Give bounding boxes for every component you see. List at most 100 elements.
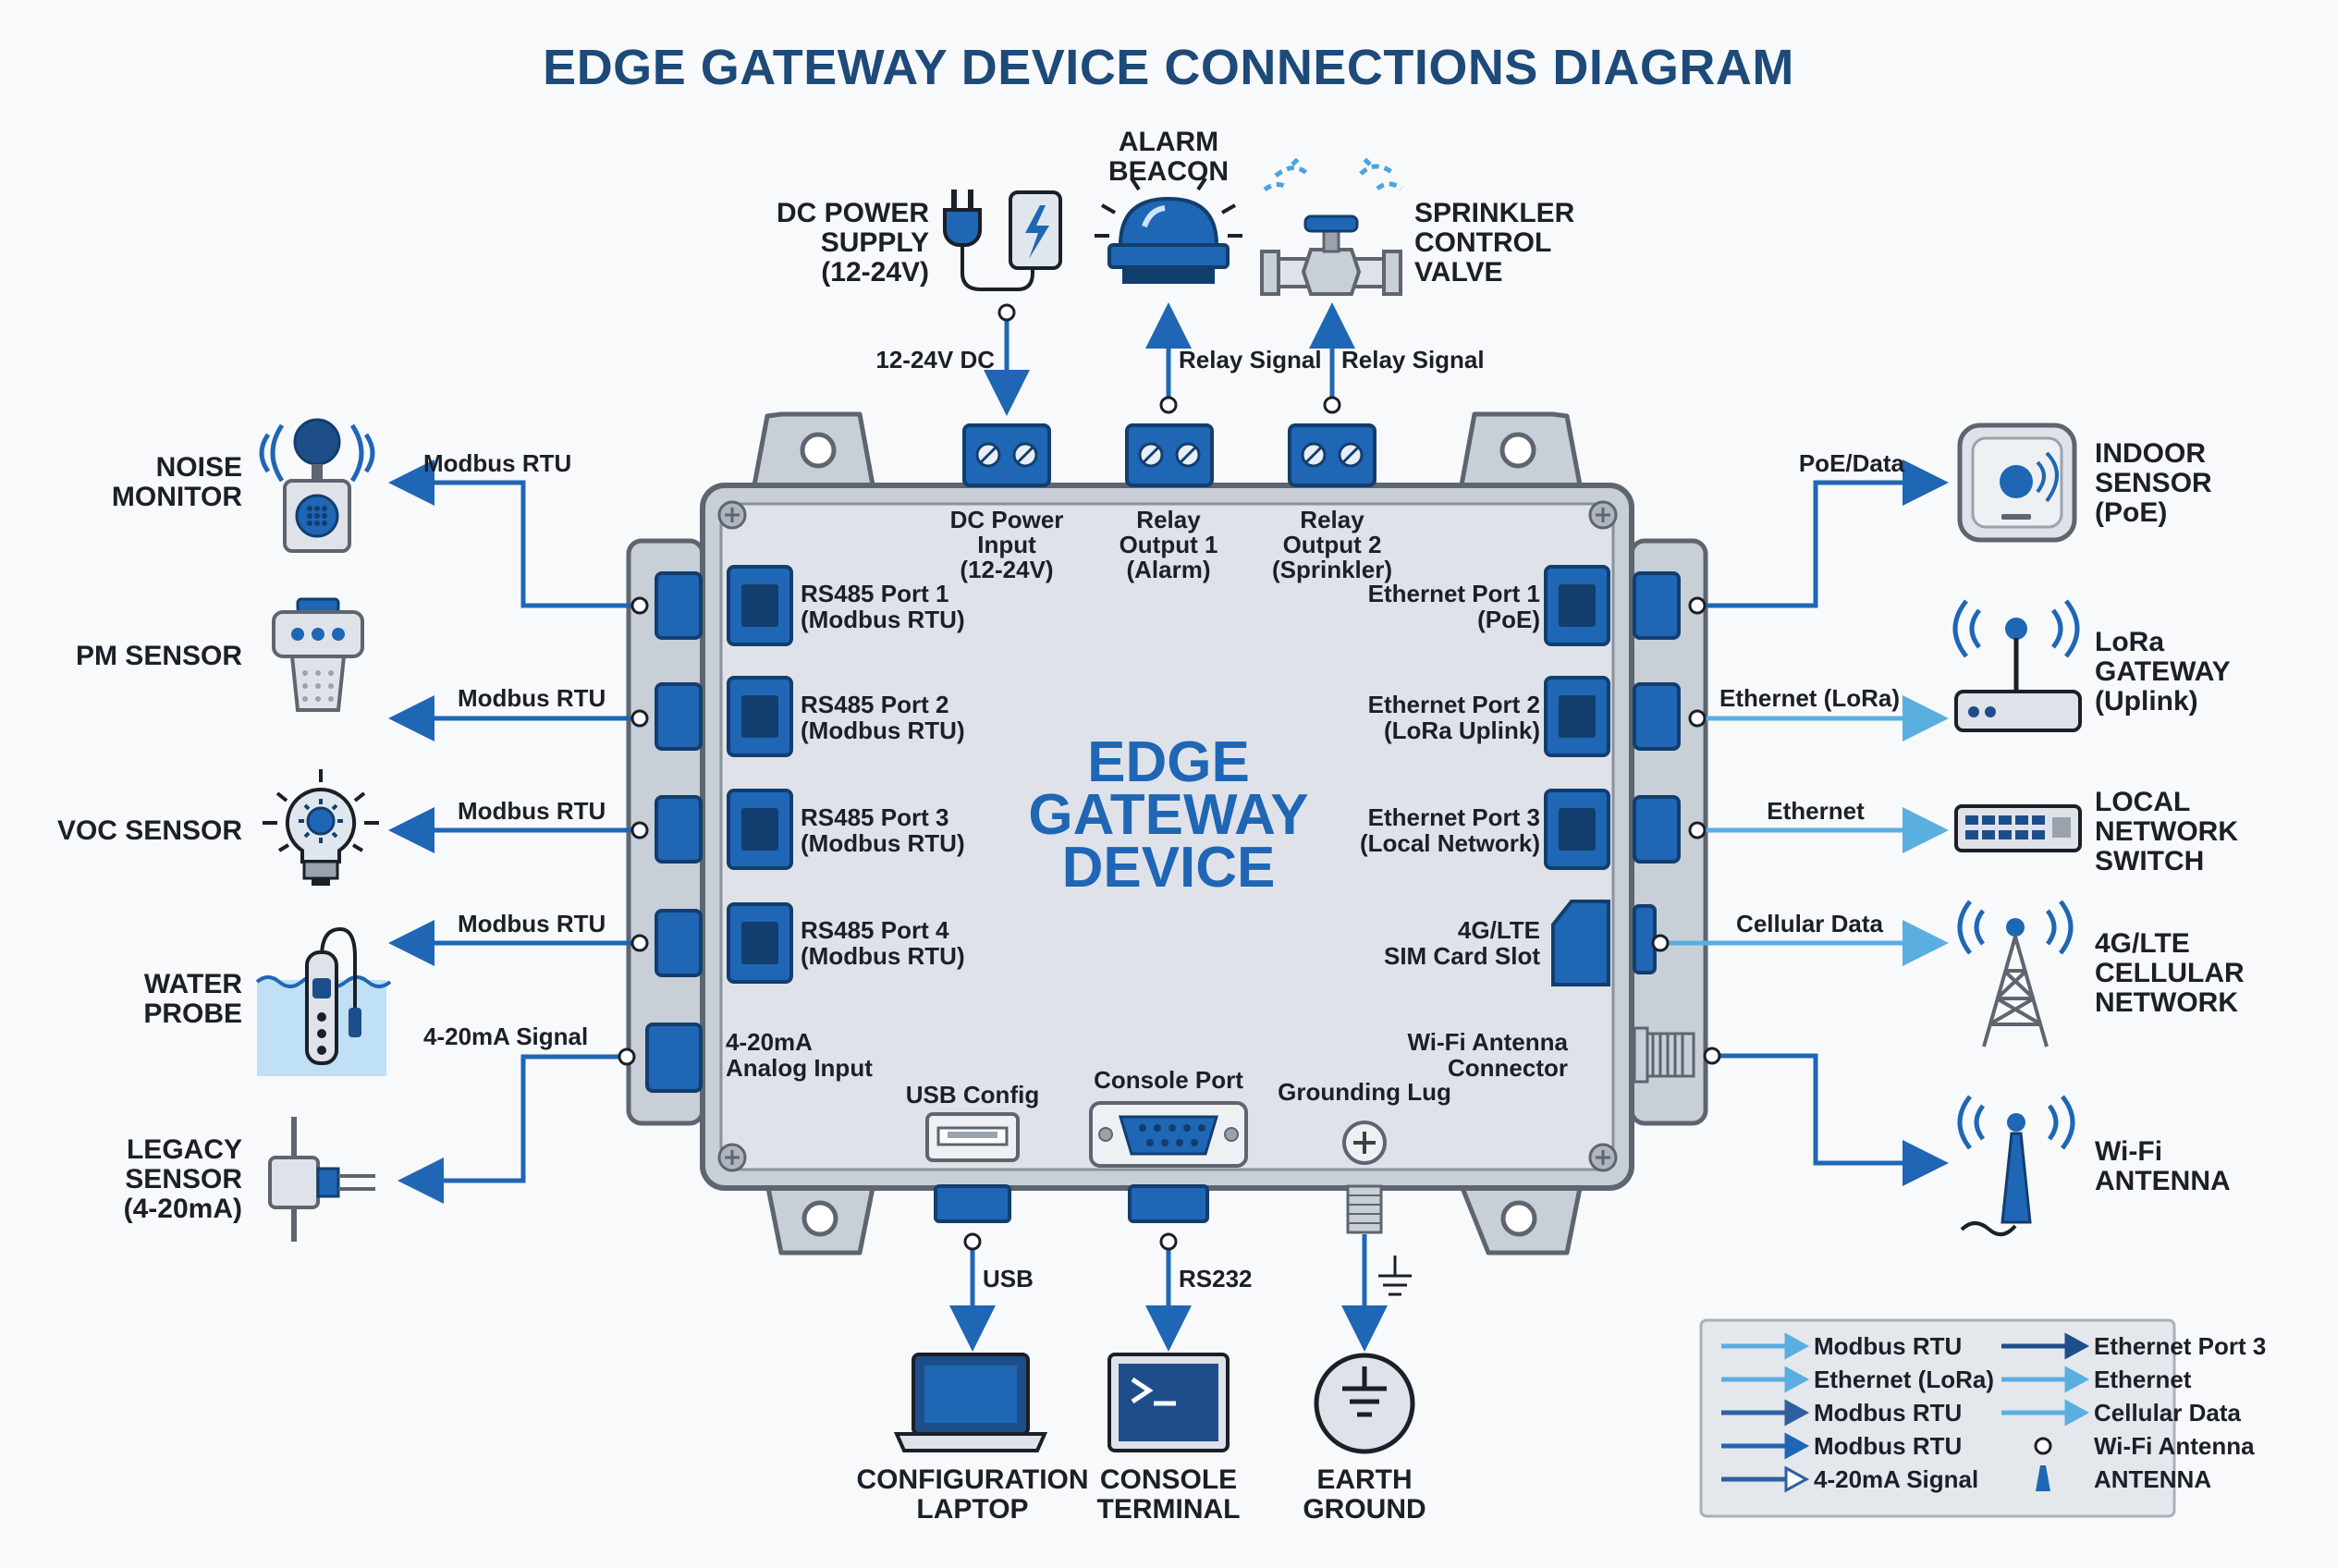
legacy-sensor-icon [268,1117,375,1242]
legend-item: Cellular Data [2001,1399,2241,1427]
legend-item-label: Modbus RTU [1814,1432,1962,1460]
left-port-label: RS485 Port 1 [801,580,948,607]
bottom-port-label: Console Port [1094,1066,1243,1094]
left-port-label: RS485 Port 4 [801,916,949,944]
legend-item: Ethernet [2001,1366,2192,1393]
right-wires [1660,459,1949,1186]
legend-item-label: Modbus RTU [1814,1399,1962,1427]
legend-arrowhead-icon [2064,1332,2090,1360]
bottom-connectors [925,1101,1387,1234]
pm-sensor-label: PM SENSOR [76,641,242,671]
cellular-network-label: 4G/LTE [2095,928,2190,959]
top-port-label: DC Power [950,506,1064,533]
top-port-label: (Sprinkler) [1272,556,1392,583]
cell-tower-icon [1957,900,2074,1047]
left-connection-label: Modbus RTU [458,684,606,712]
legend-item: Modbus RTU [1721,1399,1962,1427]
right-ethernet-connectors [1544,565,1695,1084]
legend-item: Ethernet Port 3 [2001,1332,2266,1360]
ground-symbol-small [1378,1256,1412,1296]
bottom-connection-label: USB [983,1265,1034,1292]
bottom-port-label: Grounding Lug [1278,1078,1451,1106]
legend-antenna-icon [2036,1465,2050,1491]
plug-battery-icon [943,190,1062,291]
terminal-icon [1107,1353,1230,1452]
antenna-icon [1957,1095,2075,1237]
legend-arrowhead-icon [1784,1399,1810,1427]
beacon-icon [1095,177,1242,284]
right-port-label: (LoRa Uplink) [1384,717,1540,744]
right-connection-label: Ethernet [1767,797,1865,825]
laptop-icon [893,1353,1048,1452]
left-port-label: 4-20mA [726,1028,813,1056]
left-port-label: (Modbus RTU) [801,606,965,633]
top-port-label: Output 1 [1120,531,1218,558]
right-port-label: 4G/LTE [1458,916,1540,944]
sprinkler-control-valve-label: SPRINKLER [1414,198,1575,228]
right-connection-label: Cellular Data [1736,910,1883,937]
bottom-port-label: USB Config [906,1081,1039,1109]
right-port-label: SIM Card Slot [1384,942,1540,970]
legend-item-label: Cellular Data [2094,1399,2241,1427]
right-port-label: (PoE) [1477,606,1540,633]
top-port-label: (Alarm) [1126,556,1210,583]
cellular-network-label: NETWORK [2095,987,2238,1018]
right-connection-label: PoE/Data [1799,449,1905,477]
alarm-beacon-label: ALARM [1119,127,1218,157]
lora-gateway-label: (Uplink) [2095,686,2198,717]
legend-arrowhead-icon [1784,1366,1810,1393]
right-port-label: Wi-Fi Antenna [1407,1028,1568,1056]
legend-item-label: Wi-Fi Antenna [2094,1432,2255,1460]
water-probe-label: PROBE [143,998,242,1029]
top-connection-label: Relay Signal [1341,346,1485,374]
legend-item-label: Ethernet [2094,1366,2192,1393]
right-port-label: Connector [1448,1054,1568,1082]
console-terminal-label: TERMINAL [1097,1494,1241,1525]
right-connection-label: Ethernet (LoRa) [1719,684,1900,712]
indoor-sensor-label: INDOOR [2095,438,2206,469]
local-network-switch-label: SWITCH [2095,846,2204,876]
dc-power-supply-label: DC POWER [777,198,929,228]
gateway-center-label: EDGE [1087,730,1250,794]
left-port-label: Analog Input [726,1054,873,1082]
legend-arrowhead-icon [2064,1366,2090,1393]
top-port-label: Relay [1300,506,1364,533]
legacy-sensor-label: (4-20mA) [124,1194,242,1224]
switch-icon [1954,804,2082,852]
noise-monitor-label: NOISE [156,452,242,483]
gateway-center-label: DEVICE [1062,836,1276,900]
local-network-switch-label: NETWORK [2095,816,2238,847]
legend-item: Ethernet (LoRa) [1721,1366,1994,1393]
left-port-label: RS485 Port 3 [801,803,948,831]
cellular-network-label: CELLULAR [2095,958,2245,988]
legend-item-label: Ethernet Port 3 [2094,1332,2266,1360]
diagram-title: EDGE GATEWAY DEVICE CONNECTIONS DIAGRAM [543,40,1794,95]
legend-items: Modbus RTU Ethernet (LoRa) Modbus RTU Modbu… [1721,1332,2266,1493]
left-port-label: RS485 Port 2 [801,691,948,718]
top-port-label: Input [977,531,1036,558]
legend-item: Modbus RTU [1721,1432,1962,1460]
noise-monitor-label: MONITOR [112,482,242,512]
legend-item: ANTENNA [2036,1465,2211,1493]
right-port-label: (Local Network) [1360,829,1540,857]
sprinkler-control-valve-label: VALVE [1414,257,1503,288]
bottom-wires [949,1234,1388,1352]
top-wires [984,302,1355,416]
right-port-label: Ethernet Port 3 [1368,803,1540,831]
legend-item-label: Modbus RTU [1814,1332,1962,1360]
top-connection-label: 12-24V DC [875,346,995,374]
dc-power-supply-label: (12-24V) [821,257,929,288]
ground-icon [1314,1353,1415,1454]
voc-bulb-icon [263,769,379,886]
top-port-label: Output 2 [1283,531,1382,558]
left-wires [388,459,640,1204]
pm-sensor-icon [272,597,364,712]
console-terminal-label: CONSOLE [1100,1464,1237,1495]
legend-item: Wi-Fi Antenna [2034,1432,2255,1460]
left-rs485-connectors [645,565,793,1093]
legend-item-label: 4-20mA Signal [1814,1465,1978,1493]
left-port-label: (Modbus RTU) [801,942,965,970]
